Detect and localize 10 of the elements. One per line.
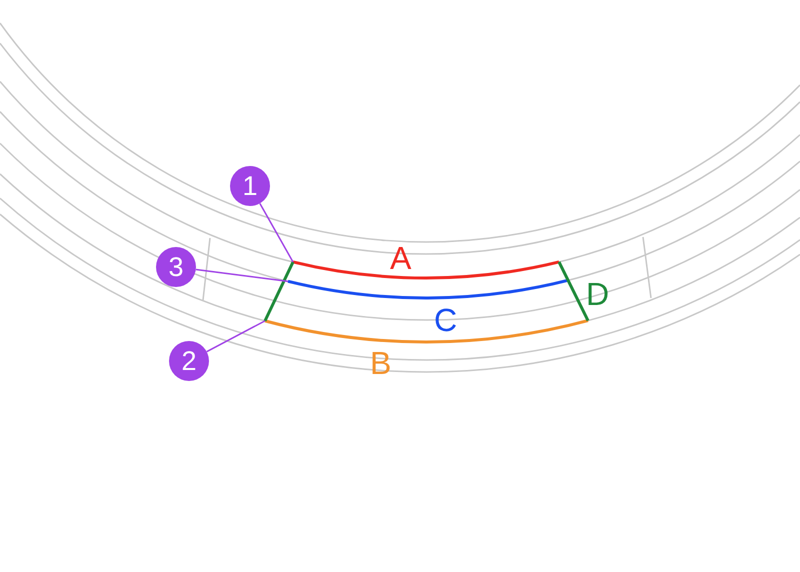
callout-number: 1 [230,166,270,206]
part-label: B [370,347,392,379]
leader-line [206,320,266,352]
callout-number: 2 [169,341,209,381]
leader-line [259,203,294,262]
leader-line [196,268,288,282]
part-label: D [586,278,610,310]
callout-number: 3 [156,247,196,287]
part-label: A [390,242,412,274]
part-label: C [434,304,458,336]
